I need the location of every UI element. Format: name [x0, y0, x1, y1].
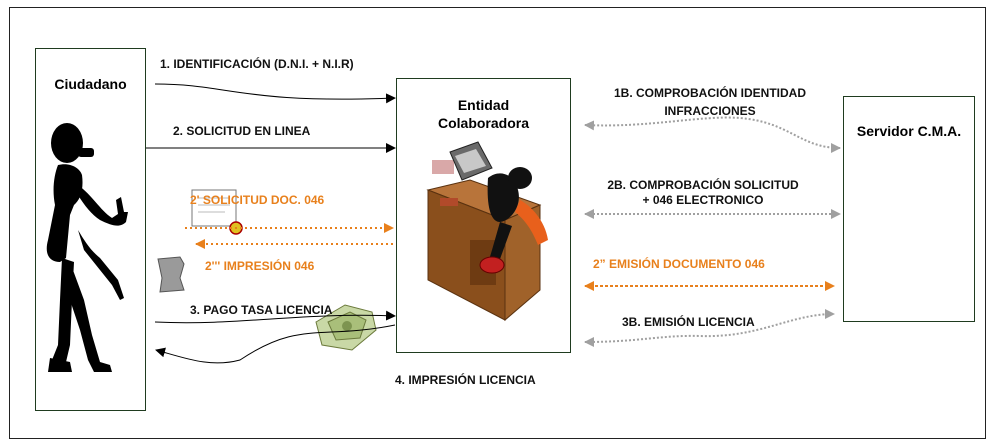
label-2b-line1: 2B. COMPROBACIÓN SOLICITUD	[607, 178, 799, 192]
entidad-label-line2: Colaboradora	[437, 115, 529, 131]
label-3-pago: 3. PAGO TASA LICENCIA	[190, 303, 333, 317]
person-silhouette-icon	[46, 123, 128, 372]
label-1b-line1: 1B. COMPROBACIÓN IDENTIDAD	[613, 86, 806, 100]
label-2p-solicitud-046: 2' SOLICITUD DOC. 046	[190, 193, 325, 207]
printed-page-icon	[157, 256, 185, 293]
arrow-1b-comprobacion	[584, 116, 841, 153]
label-2b-line2: + 046 ELECTRONICO	[642, 193, 764, 207]
office-worker-desk-icon	[426, 141, 548, 322]
label-3b-emision: 3B. EMISIÓN LICENCIA	[622, 315, 755, 329]
document-icon	[191, 189, 243, 235]
label-2-solicitud: 2. SOLICITUD EN LINEA	[173, 124, 311, 138]
label-4-impresion: 4. IMPRESIÓN LICENCIA	[395, 373, 536, 387]
label-1b-line2: INFRACCIONES	[664, 104, 756, 118]
servidor-box: Servidor C.M.A.	[843, 96, 975, 322]
arrow-4-impresion	[155, 324, 396, 364]
label-2pp-emision-046: 2” EMISIÓN DOCUMENTO 046	[593, 257, 765, 271]
label-1-identificacion: 1. IDENTIFICACIÓN (D.N.I. + N.I.R)	[160, 57, 354, 71]
servidor-label: Servidor C.M.A.	[856, 123, 962, 139]
diagram-frame	[9, 7, 986, 439]
ciudadano-label: Ciudadano	[54, 76, 127, 92]
label-2ppp-impresion-046: 2''' IMPRESIÓN 046	[205, 259, 315, 273]
arrow-1-identificacion	[154, 83, 396, 104]
entidad-label-line1: Entidad	[457, 97, 510, 113]
arrow-3-pago	[154, 310, 396, 324]
